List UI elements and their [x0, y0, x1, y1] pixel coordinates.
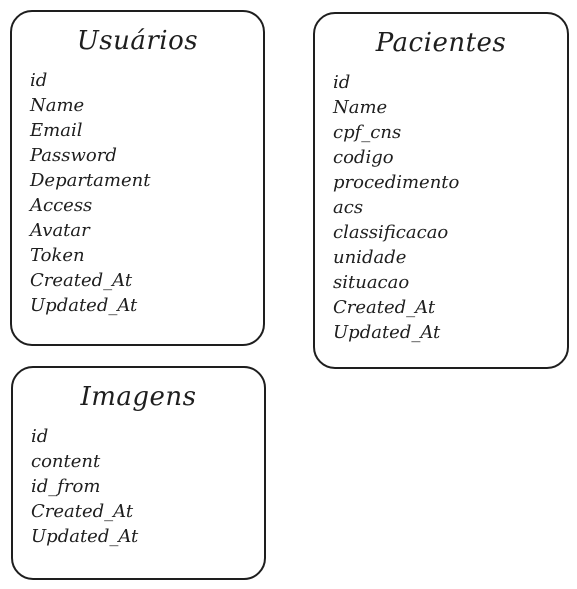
field-name: Name: [30, 95, 85, 116]
field-email: Email: [30, 120, 83, 141]
entity-title-pacientes: Pacientes: [375, 28, 507, 58]
field-codigo: codigo: [333, 147, 394, 168]
entity-box-imagens: Imagens id content id_from Created_At Up…: [11, 366, 266, 580]
field-updated-at: Updated_At: [30, 295, 138, 316]
field-name: Name: [333, 97, 388, 118]
entity-title-usuarios: Usuários: [76, 26, 199, 56]
field-avatar: Avatar: [30, 220, 90, 241]
field-classificacao: classificacao: [333, 222, 449, 243]
field-list-pacientes: id Name cpf_cns codigo procedimento acs …: [333, 70, 459, 345]
field-departament: Departament: [30, 170, 151, 191]
field-id: id: [31, 426, 49, 447]
field-id: id: [30, 70, 48, 91]
entity-box-pacientes: Pacientes id Name cpf_cns codigo procedi…: [313, 12, 569, 369]
field-id: id: [333, 72, 351, 93]
field-list-imagens: id content id_from Created_At Updated_At: [31, 424, 138, 549]
entity-title-imagens: Imagens: [80, 382, 197, 412]
field-list-usuarios: id Name Email Password Departament Acces…: [30, 68, 150, 318]
field-cpf-cns: cpf_cns: [333, 122, 402, 143]
field-id-from: id_from: [31, 476, 101, 497]
field-updated-at: Updated_At: [31, 526, 139, 547]
field-content: content: [31, 451, 101, 472]
field-updated-at: Updated_At: [333, 322, 441, 343]
field-situacao: situacao: [333, 272, 410, 293]
field-procedimento: procedimento: [333, 172, 460, 193]
entity-box-usuarios: Usuários id Name Email Password Departam…: [10, 10, 265, 346]
field-unidade: unidade: [333, 247, 407, 268]
field-created-at: Created_At: [333, 297, 436, 318]
field-acs: acs: [333, 197, 364, 218]
field-created-at: Created_At: [30, 270, 133, 291]
field-access: Access: [30, 195, 93, 216]
field-password: Password: [30, 145, 117, 166]
field-created-at: Created_At: [31, 501, 134, 522]
field-token: Token: [30, 245, 85, 266]
